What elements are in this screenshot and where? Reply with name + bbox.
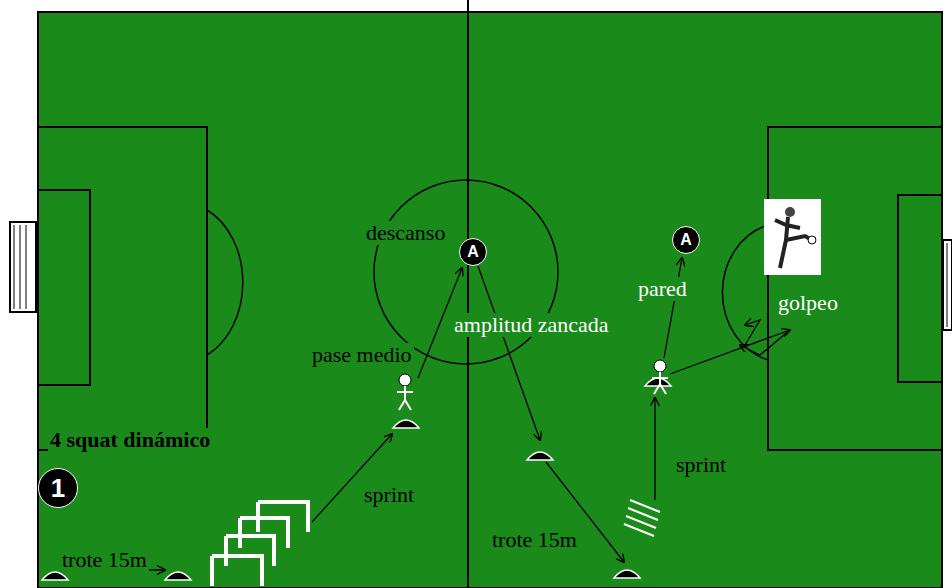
note-label: golpeo bbox=[776, 291, 840, 315]
halfway-line bbox=[467, 0, 469, 588]
cone bbox=[42, 378, 671, 580]
movement-arrow bbox=[68, 258, 790, 570]
penalty-box bbox=[768, 127, 942, 450]
player bbox=[652, 360, 668, 394]
pitch-ground bbox=[38, 12, 942, 588]
station-marker: A bbox=[459, 238, 487, 266]
note-label: sprint bbox=[674, 453, 728, 477]
marker-text: 1 bbox=[51, 473, 65, 504]
note-label: pase medio bbox=[310, 343, 414, 367]
note-label: sprint bbox=[362, 483, 416, 507]
note-label: 4 squat dinámico bbox=[48, 428, 212, 452]
penalty-box bbox=[38, 127, 207, 450]
goal bbox=[10, 222, 36, 312]
marker-text: A bbox=[680, 231, 692, 249]
hurdles bbox=[212, 502, 308, 586]
note-label: trote 15m bbox=[490, 528, 579, 552]
note-label: trote 15m bbox=[60, 548, 149, 572]
ladder bbox=[624, 500, 660, 536]
note-label: amplitud zancada bbox=[452, 313, 611, 337]
goal bbox=[943, 240, 952, 330]
station-marker: 1 bbox=[38, 468, 78, 508]
player bbox=[397, 374, 413, 410]
note-label: descanso bbox=[364, 221, 447, 245]
penalty-arc bbox=[722, 225, 768, 360]
kicking-player-illustration bbox=[764, 199, 821, 275]
penalty-arc bbox=[207, 210, 243, 355]
marker-text: A bbox=[467, 243, 479, 261]
station-marker: A bbox=[672, 226, 700, 254]
goal-area bbox=[38, 190, 90, 385]
note-label: pared bbox=[636, 277, 689, 301]
goal-area bbox=[898, 195, 942, 382]
